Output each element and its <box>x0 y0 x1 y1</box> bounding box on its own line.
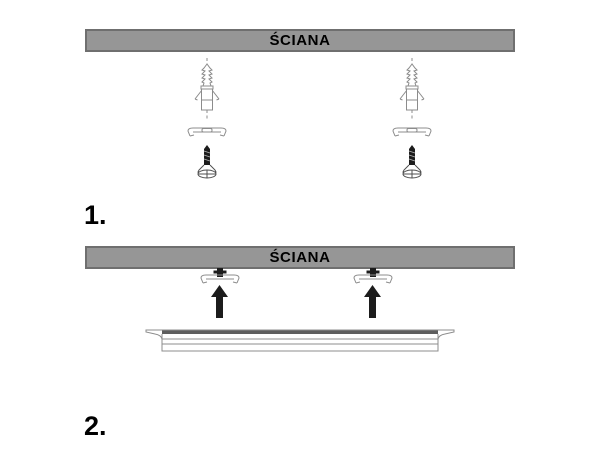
wall-bar-step1: ŚCIANA <box>85 29 515 52</box>
wall-plug-icon <box>194 58 220 121</box>
screw-head-icon <box>366 268 380 277</box>
mounting-clip-icon <box>187 127 227 137</box>
up-arrow-icon <box>364 285 381 318</box>
wall-label-step1: ŚCIANA <box>269 32 331 49</box>
mounted-clip-right <box>353 268 393 284</box>
step1-number: 1. <box>84 200 107 230</box>
up-arrow-icon <box>211 285 228 318</box>
hardware-column-right <box>392 58 432 179</box>
hardware-column-left <box>187 58 227 179</box>
mounting-clip-icon <box>353 274 393 284</box>
screw-icon <box>197 145 217 179</box>
wall-bar-step2: ŚCIANA <box>85 246 515 269</box>
wall-plug-icon <box>399 58 425 121</box>
mounting-clip-icon <box>200 274 240 284</box>
screw-head-icon <box>213 268 227 277</box>
mounted-clip-left <box>200 268 240 284</box>
lamp-profile-icon <box>145 329 455 352</box>
wall-label-step2: ŚCIANA <box>269 249 331 266</box>
screw-icon <box>402 145 422 179</box>
step2-number: 2. <box>84 411 107 441</box>
mounting-clip-icon <box>392 127 432 137</box>
